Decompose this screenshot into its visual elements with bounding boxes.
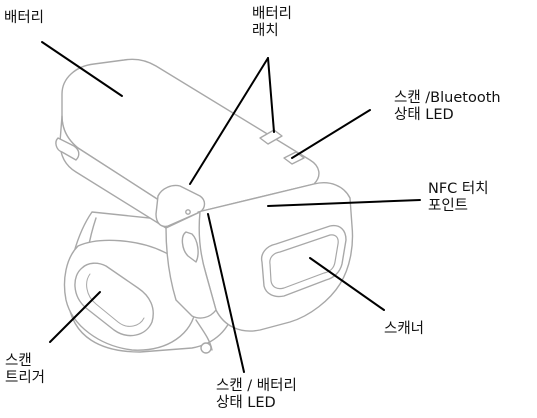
label-scan-battery-led-line-1: 스캔 / 배터리: [216, 378, 297, 394]
label-scan-bluetooth-led-line-2: 상태 LED: [394, 107, 454, 123]
leader-latch-a: [189, 57, 269, 185]
label-scan-battery-led-line-2: 상태 LED: [216, 395, 276, 411]
leader-scanner: [309, 257, 385, 311]
led-dot: [185, 209, 191, 215]
label-nfc-touch-point-line-1: NFC 터치: [428, 181, 489, 197]
leader-trigger: [49, 291, 101, 343]
label-nfc-touch-point-line-2: 포인트: [428, 198, 469, 214]
side-grip-upper: [55, 137, 80, 161]
label-scan-trigger-line-1: 스캔: [5, 353, 32, 369]
leader-battery: [41, 41, 123, 97]
label-scan-battery-led: 스캔 / 배터리 상태 LED: [216, 378, 297, 412]
leader-scan-batt: [207, 213, 245, 373]
hinge-screw: [200, 342, 212, 354]
leader-latch-b: [267, 57, 275, 133]
label-scanner-line-1: 스캐너: [384, 321, 425, 337]
label-battery-line-1: 배터리: [4, 10, 45, 26]
label-scan-bluetooth-led-line-1: 스캔 /Bluetooth: [394, 90, 501, 106]
label-scanner: 스캐너: [384, 321, 424, 338]
label-battery-latch: 배터리 래치: [252, 6, 292, 40]
battery-latch-front: [155, 184, 206, 228]
label-battery-latch-line-1: 배터리: [252, 6, 293, 22]
label-scan-trigger: 스캔 트리거: [5, 353, 45, 387]
leader-scan-bt: [291, 109, 371, 159]
leader-nfc: [267, 199, 421, 207]
body-side: [165, 211, 217, 319]
scan-trigger-inner: [86, 273, 145, 327]
label-nfc-touch-point: NFC 터치 포인트: [428, 181, 489, 215]
label-battery: 배터리: [4, 10, 44, 27]
status-led-window: [283, 151, 305, 165]
hinge-arm: [195, 319, 213, 351]
scanner-window-inner: [269, 234, 339, 290]
side-grip-lower: [181, 231, 199, 263]
battery-latch-top: [259, 129, 283, 145]
scan-trigger: [74, 262, 154, 337]
label-scan-trigger-line-2: 트리거: [5, 370, 46, 386]
label-battery-latch-line-2: 래치: [252, 23, 279, 39]
label-scan-bluetooth-led: 스캔 /Bluetooth 상태 LED: [394, 90, 501, 124]
